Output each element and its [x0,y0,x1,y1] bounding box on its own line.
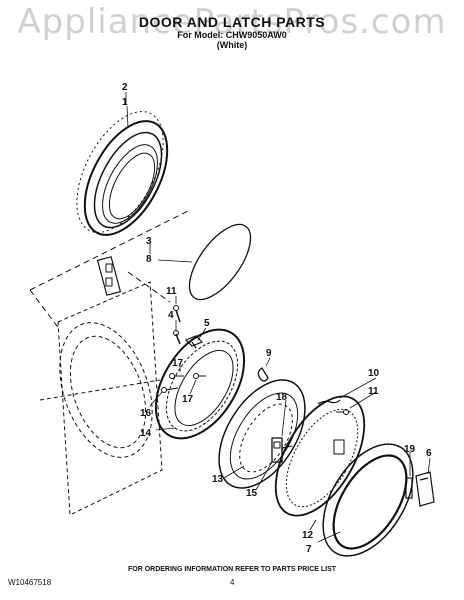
spring-part [317,399,341,405]
document-number: W10467518 [8,578,52,587]
hinge-part [96,256,122,296]
callout-13: 13 [212,474,224,485]
latch-hook-part [257,367,269,382]
callout-19: 19 [404,444,416,455]
callout-3: 3 [146,236,152,247]
callout-1: 1 [122,97,128,108]
callout-9: 9 [266,348,272,359]
title-block: DOOR AND LATCH PARTS For Model: CHW9050A… [0,14,464,50]
color-line: (White) [216,40,248,50]
page-number: 4 [230,578,235,587]
callout-17: 17 [182,394,194,405]
page-title: DOOR AND LATCH PARTS [138,14,326,30]
callout-18: 18 [276,392,288,403]
callout-5: 5 [204,318,210,329]
callout-6: 6 [426,448,432,459]
ordering-note: FOR ORDERING INFORMATION REFER TO PARTS … [127,566,337,573]
door-bellow-part [76,111,169,236]
callout-15: 15 [246,488,258,499]
callout-7: 7 [306,544,312,555]
model-line: For Model: CHW9050AW0 [177,30,287,40]
callout-11: 11 [368,386,379,397]
label-strip-part [405,477,413,499]
cabinet-front-outline [39,281,163,516]
door-glass-part [218,379,306,489]
outer-door-panel-part [274,395,366,517]
screw-part [173,305,181,345]
inner-glass-part [188,223,252,301]
callout-12: 12 [302,530,314,541]
callout-10: 10 [368,368,380,379]
door-handle-part [415,471,435,507]
callout-2: 2 [122,82,128,93]
callout-16: 16 [140,408,152,419]
outer-door-ring-part [322,443,414,557]
callout-4: 4 [168,310,174,321]
callout-14: 14 [140,428,152,439]
callout-17: 17 [172,358,184,369]
watermark-text: AppliancePartsPros.com [17,2,447,42]
screw-part [161,373,206,393]
inner-door-ring-part [154,328,246,440]
strike-part [184,335,204,349]
callout-11: 11 [166,286,177,297]
callout-8: 8 [146,254,152,265]
